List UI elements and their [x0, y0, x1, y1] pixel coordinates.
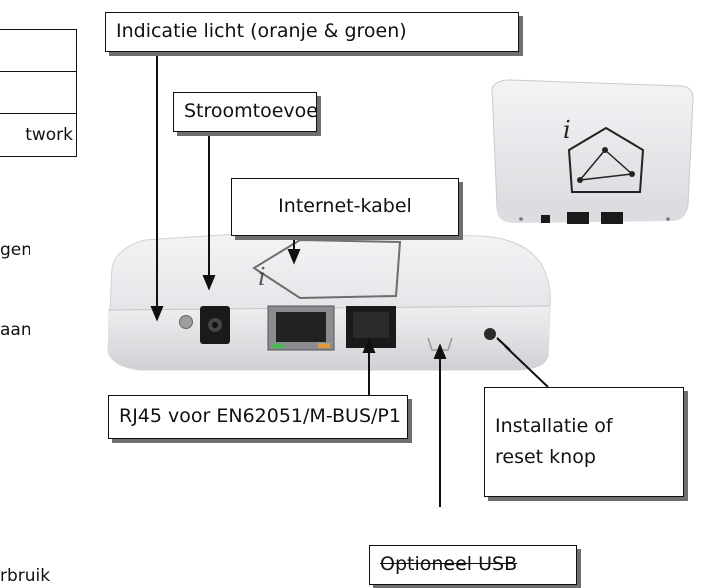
power-supply-label: Stroomtoevoer: [173, 92, 317, 132]
indicator-light-text: Indicatie licht (oranje & groen): [116, 20, 407, 43]
small-power-port: [541, 215, 550, 223]
text-fragment: rbruik.: [0, 566, 50, 586]
small-rj-port: [601, 212, 623, 224]
rj45-label: RJ45 voor EN62051/M-BUS/P1: [108, 395, 408, 439]
small-house-logo: [567, 126, 645, 193]
optional-usb-text: Optioneel USB: [380, 553, 518, 576]
main-device-image: i: [107, 231, 551, 371]
table-row: twork: [0, 114, 76, 156]
install-reset-label: Installatie of reset knop: [484, 387, 684, 497]
reset-button-hole: [484, 328, 496, 340]
install-reset-text-line1: Installatie of: [495, 414, 613, 437]
table-row: [0, 72, 76, 114]
ethernet-port: [267, 305, 335, 351]
internet-cable-text: Internet-kabel: [278, 195, 412, 218]
internet-cable-label: Internet-kabel: [231, 178, 459, 236]
indicator-light-label: Indicatie licht (oranje & groen): [105, 12, 519, 52]
indicator-led: [179, 315, 193, 329]
install-reset-text-line2: reset knop: [495, 446, 596, 468]
main-logo-letter: i: [258, 263, 266, 291]
small-device-image: i: [491, 79, 694, 224]
table-cell-text: twork: [25, 125, 73, 145]
table-row: [0, 30, 76, 72]
rj45-port: [346, 306, 396, 348]
small-logo-letter: i: [563, 116, 571, 144]
rj45-text: RJ45 voor EN62051/M-BUS/P1: [119, 405, 401, 428]
text-fragment: aan: [0, 320, 30, 340]
small-ethernet-port: [567, 212, 589, 224]
power-supply-text: Stroomtoevoer: [184, 100, 317, 123]
optional-usb-label: Optioneel USB: [369, 545, 577, 585]
cropped-table: twork: [0, 29, 77, 157]
text-fragment: gen,: [0, 240, 30, 260]
